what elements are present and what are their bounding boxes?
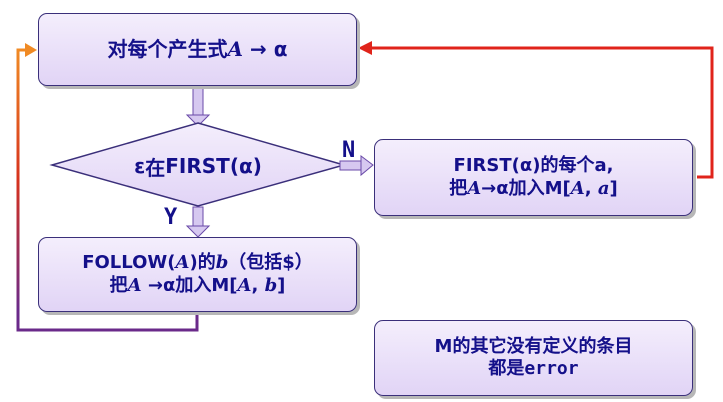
branch-label-no: N xyxy=(342,138,356,163)
follow-action-line2: 把A →α加入M[A, b] xyxy=(110,275,286,298)
condition-first: FIRST xyxy=(165,154,230,178)
condition-zai: 在 xyxy=(145,155,166,180)
branch-label-yes: Y xyxy=(164,205,178,230)
first-action-alpha2: α xyxy=(496,177,509,199)
connector-arrowhead-down-1 xyxy=(185,114,211,127)
start-box: 对每个产生式A → α xyxy=(38,13,357,86)
follow-action-comma: , xyxy=(251,274,259,296)
first-action-line2: 把A→α加入M[A, a] xyxy=(449,178,618,201)
follow-action-b: b xyxy=(215,252,229,273)
follow-action-rest: （包括$） xyxy=(228,252,313,273)
first-action-box: FIRST(α)的每个a, 把A→α加入M[A, a] xyxy=(374,139,693,216)
first-action-comma: , xyxy=(584,177,592,199)
error-note-code: error xyxy=(524,358,579,379)
loop-arrow-right xyxy=(370,46,714,179)
condition-diamond xyxy=(49,122,347,207)
start-box-text: 对每个产生式A → α xyxy=(108,37,288,62)
start-symbol-alpha: α xyxy=(273,37,288,61)
connector-start-to-condition xyxy=(192,87,204,117)
start-symbol-A: A xyxy=(227,37,244,61)
condition-lparen: ( xyxy=(229,154,239,178)
follow-action-rparen: ) xyxy=(189,252,198,273)
condition-epsilon: ε xyxy=(134,154,146,178)
connector-arrowhead-down-2 xyxy=(185,225,211,238)
follow-action-A3: A xyxy=(237,274,252,296)
loop-arrow-left xyxy=(16,48,199,332)
follow-action-arrow: → xyxy=(147,274,163,296)
follow-action-follow: FOLLOW xyxy=(82,252,168,273)
first-action-alpha: α xyxy=(519,155,533,176)
first-action-a: a xyxy=(597,177,610,199)
first-action-lparen: ( xyxy=(511,155,520,176)
follow-action-de: 的 xyxy=(197,252,216,273)
follow-action-alpha: α xyxy=(162,274,176,296)
first-action-ba: 把 xyxy=(449,177,468,199)
loop-arrowhead-right xyxy=(358,41,372,55)
follow-action-box: FOLLOW(A)的b（包括$） 把A →α加入M[A, b] xyxy=(38,237,357,312)
first-action-A: A xyxy=(467,177,482,199)
first-action-rparen: ) xyxy=(532,155,541,176)
follow-action-add-to: 加入M[ xyxy=(175,274,238,296)
condition-alpha: α xyxy=(238,154,253,178)
follow-action-line1: FOLLOW(A)的b（包括$） xyxy=(82,252,313,275)
first-action-A2: A xyxy=(570,177,585,199)
follow-action-b2: b xyxy=(264,274,278,296)
follow-action-ba: 把 xyxy=(109,274,128,296)
error-note-box: M的其它没有定义的条目 都是error xyxy=(374,320,693,396)
follow-action-A2: A xyxy=(127,274,142,296)
condition-rparen: ) xyxy=(252,154,262,178)
connector-condition-to-follow xyxy=(192,206,204,228)
follow-action-lparen: ( xyxy=(167,252,176,273)
error-note-prefix: 都是 xyxy=(488,358,525,379)
error-note-line1: M的其它没有定义的条目 xyxy=(434,335,633,357)
follow-action-A: A xyxy=(175,252,190,273)
start-arrow-glyph: → xyxy=(250,37,267,61)
first-action-first: FIRST xyxy=(453,155,512,176)
follow-action-close: ] xyxy=(277,274,286,296)
start-text-prefix: 对每个产生式 xyxy=(107,37,228,61)
connector-arrowhead-right xyxy=(360,155,374,177)
first-action-rest: 的每个a, xyxy=(540,155,614,176)
first-action-line1: FIRST(α)的每个a, xyxy=(454,155,614,178)
first-action-add-to: 加入M[ xyxy=(508,177,571,199)
first-action-close: ] xyxy=(609,177,618,199)
error-note-line2: 都是error xyxy=(488,358,578,381)
first-action-arrow: → xyxy=(481,177,497,199)
loop-arrowhead-left xyxy=(25,43,37,57)
